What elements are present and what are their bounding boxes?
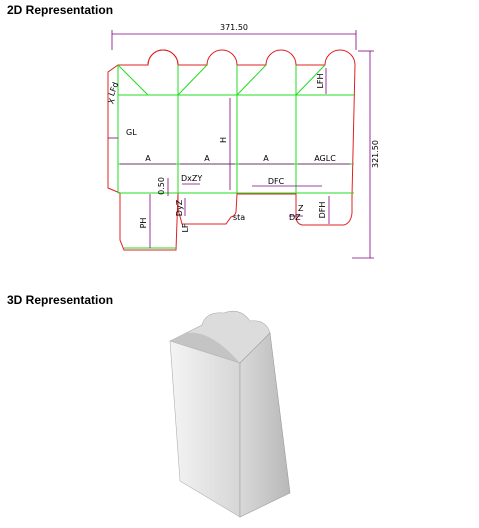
- box-right-face: [239, 332, 291, 518]
- lid-curve-1: [147, 49, 179, 66]
- heading-2d: 2D Representation: [7, 3, 114, 17]
- label-dyz: DyZ: [175, 199, 184, 216]
- heading-3d: 3D Representation: [7, 293, 114, 307]
- label-total-height: 321.50: [371, 140, 380, 168]
- box-3d-render: [169, 310, 291, 518]
- label-sta: sta: [233, 213, 245, 222]
- label-panel-a3: A: [263, 154, 269, 163]
- dieline-2d-drawing: 371.50 321.50 A A A AGLC GL H LFH PH DFC…: [106, 23, 380, 259]
- label-total-width: 371.50: [220, 23, 248, 32]
- label-gl: GL: [126, 128, 137, 137]
- box-lid-shadow: [170, 332, 240, 363]
- fold-diag-4: [295, 64, 326, 96]
- cut-outline: [107, 49, 356, 251]
- label-dxzy: DxZY: [181, 174, 202, 183]
- label-lf: LF: [181, 223, 190, 232]
- label-aglc: AGLC: [314, 154, 336, 163]
- label-dfh: DFH: [318, 202, 327, 219]
- fold-diag-3: [236, 64, 267, 96]
- fold-diag-2: [177, 64, 208, 96]
- box-left-face: [169, 340, 241, 518]
- label-dz: DZ: [289, 213, 301, 222]
- label-x-angle: X: [106, 97, 117, 106]
- label-panel-a2: A: [204, 154, 210, 163]
- label-dfc: DFC: [268, 177, 285, 186]
- label-lfh: LFH: [316, 73, 325, 88]
- label-offset: 0.50: [157, 177, 166, 195]
- box-lid: [169, 310, 271, 364]
- label-ph: PH: [139, 218, 148, 229]
- label-h: H: [219, 137, 228, 143]
- label-z: Z: [298, 204, 304, 213]
- fold-diag-1: [117, 64, 149, 96]
- label-panel-a1: A: [145, 154, 151, 163]
